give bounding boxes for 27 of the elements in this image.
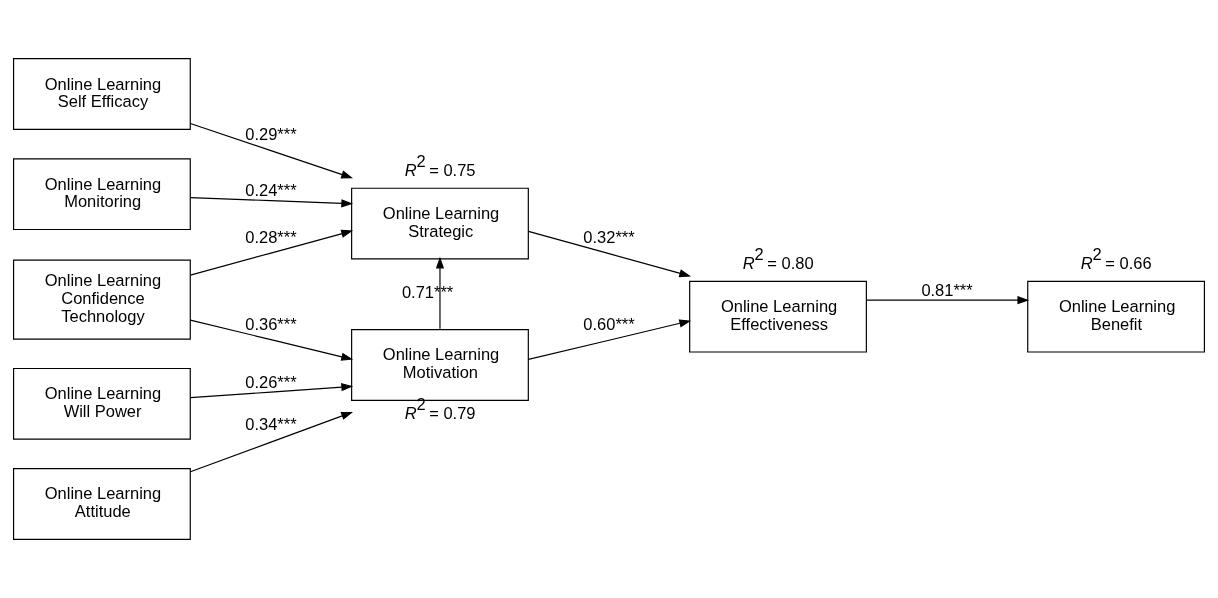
node-box: Online Learning Monitoring xyxy=(13,158,191,231)
arrow xyxy=(189,122,354,179)
arrow xyxy=(527,230,692,278)
edge-label: 0.81*** xyxy=(921,280,973,299)
arrow xyxy=(865,296,1030,305)
arrow xyxy=(189,411,353,473)
node-box: Online Learning Strategic xyxy=(351,187,529,260)
arrow xyxy=(189,319,354,361)
edge-label: 0.34*** xyxy=(245,414,297,433)
arrow xyxy=(189,383,354,399)
arrow xyxy=(527,319,692,361)
edge-label: 0.29*** xyxy=(245,125,297,144)
node-box: Online Learning Attitude xyxy=(13,468,191,540)
arrow xyxy=(189,196,354,208)
edge-label: 0.24*** xyxy=(245,180,297,199)
node-box: Online Learning Self Efficacy xyxy=(13,58,191,130)
node-box: Online Learning Will Power xyxy=(13,367,191,440)
node-box: Online Learning Effectiveness xyxy=(689,280,867,353)
edge-label: 0.32*** xyxy=(583,227,635,246)
edge-label: 0.60*** xyxy=(583,314,635,333)
arrow xyxy=(189,229,354,276)
edge-label: 0.26*** xyxy=(245,372,297,391)
edge-label: 0.36*** xyxy=(245,314,297,333)
node-box: Online Learning Benefit xyxy=(1027,280,1205,353)
arrow xyxy=(435,256,445,330)
node-box: Online Learning Confidence Technology xyxy=(13,259,191,340)
edge-label: 0.28*** xyxy=(245,227,297,246)
